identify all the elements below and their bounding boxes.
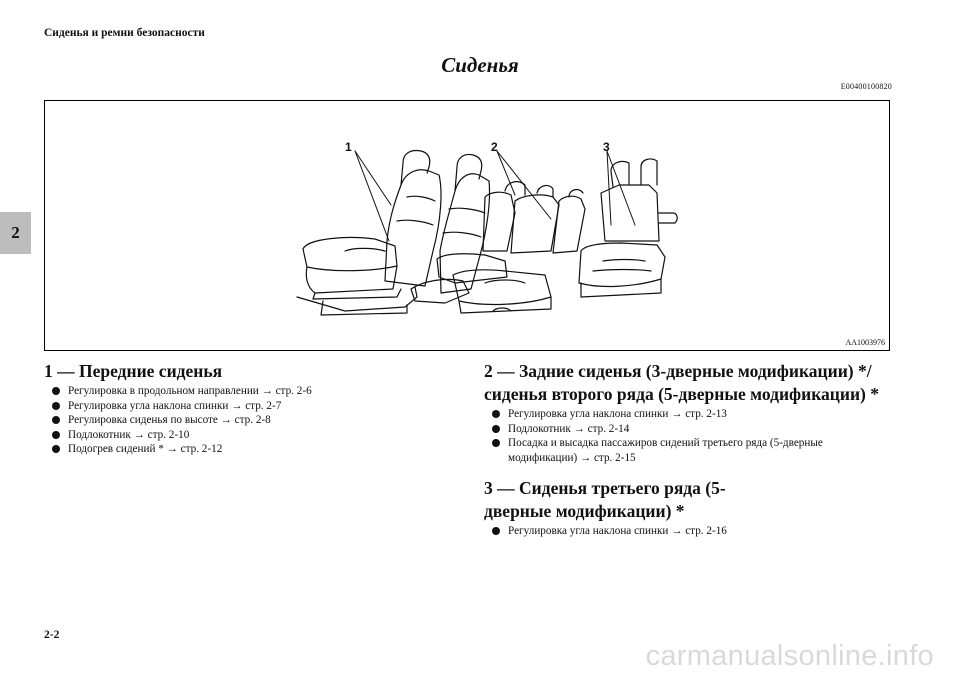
bullet-icon: [52, 387, 60, 395]
bullet-icon: [492, 424, 500, 433]
list-item: Подлокотник → стр. 2-10: [52, 428, 444, 443]
page-number: 2-2: [44, 629, 60, 641]
right-column: 2 — Задние сиденья (3-дверные модификаци…: [484, 360, 924, 539]
list-item: Регулировка угла наклона спинки → стр. 2…: [492, 407, 924, 422]
list-item: Регулировка сиденья по высоте → стр. 2-8: [52, 413, 444, 428]
item-text: Подлокотник → стр. 2-14: [508, 422, 630, 435]
bullet-icon: [492, 527, 500, 536]
bullet-icon: [52, 430, 60, 439]
section-title: 2 — Задние сиденья (3-дверные модификаци…: [484, 361, 880, 404]
callout-2: 2: [491, 140, 498, 154]
item-text: Регулировка в продольном направлении → с…: [68, 385, 312, 397]
list-item: Регулировка в продольном направлении → с…: [52, 384, 444, 399]
section-third-row: 3 — Сиденья третьего ряда (5-дверные мод…: [484, 477, 924, 539]
running-header: Сиденья и ремни безопасности: [44, 27, 205, 39]
chapter-tab: 2: [0, 212, 31, 254]
page-title: Сиденья: [441, 53, 519, 77]
list-item: Посадка и высадка пассажиров сидений тре…: [492, 436, 848, 465]
item-text: Регулировка угла наклона спинки → стр. 2…: [508, 525, 727, 538]
bullet-icon: [492, 439, 500, 448]
third-row-seats-drawing: [578, 158, 678, 298]
section-title: 1 — Передние сиденья: [44, 361, 223, 381]
list-item: Подлокотник → стр. 2-14: [492, 422, 924, 437]
item-text: Регулировка сиденья по высоте → стр. 2-8: [68, 414, 271, 427]
list-item: Регулировка угла наклона спинки → стр. 2…: [492, 524, 924, 539]
left-column: 1 — Передние сиденья Регулировка в продо…: [44, 360, 444, 457]
seats-illustration: 1 2 3: [296, 140, 678, 316]
callout-leaders: [354, 150, 636, 242]
bullet-icon: [492, 410, 500, 418]
seats-figure: 1 2 3 AA1003976: [44, 100, 890, 351]
item-text: Посадка и высадка пассажиров сидений тре…: [508, 437, 823, 464]
watermark: carmanualsonline.info: [645, 640, 934, 672]
second-row-seats-drawing: [436, 181, 586, 314]
bullet-icon: [52, 445, 60, 454]
section-front-seats: 1 — Передние сиденья Регулировка в продо…: [44, 360, 444, 457]
bullet-list: Регулировка угла наклона спинки → стр. 2…: [484, 524, 924, 539]
bullet-icon: [52, 401, 60, 410]
figure-code: AA1003976: [845, 338, 885, 347]
item-text: Регулировка угла наклона спинки → стр. 2…: [508, 408, 727, 420]
section-title: 3 — Сиденья третьего ряда (5-дверные мод…: [484, 478, 726, 522]
callout-1: 1: [345, 140, 352, 154]
doc-code: E00400100820: [840, 82, 892, 91]
bullet-list: Регулировка в продольном направлении → с…: [44, 384, 444, 457]
callout-3: 3: [603, 140, 610, 154]
item-text: Подлокотник → стр. 2-10: [68, 428, 190, 441]
list-item: Подогрев сидений * → стр. 2-12: [52, 442, 444, 457]
front-seats-drawing: [296, 149, 491, 316]
item-text: Подогрев сидений * → стр. 2-12: [68, 443, 223, 456]
item-text: Регулировка угла наклона спинки → стр. 2…: [68, 399, 282, 412]
section-rear-seats: 2 — Задние сиденья (3-дверные модификаци…: [484, 360, 924, 465]
bullet-list: Регулировка угла наклона спинки → стр. 2…: [484, 407, 924, 465]
bullet-icon: [52, 416, 60, 425]
list-item: Регулировка угла наклона спинки → стр. 2…: [52, 399, 444, 414]
